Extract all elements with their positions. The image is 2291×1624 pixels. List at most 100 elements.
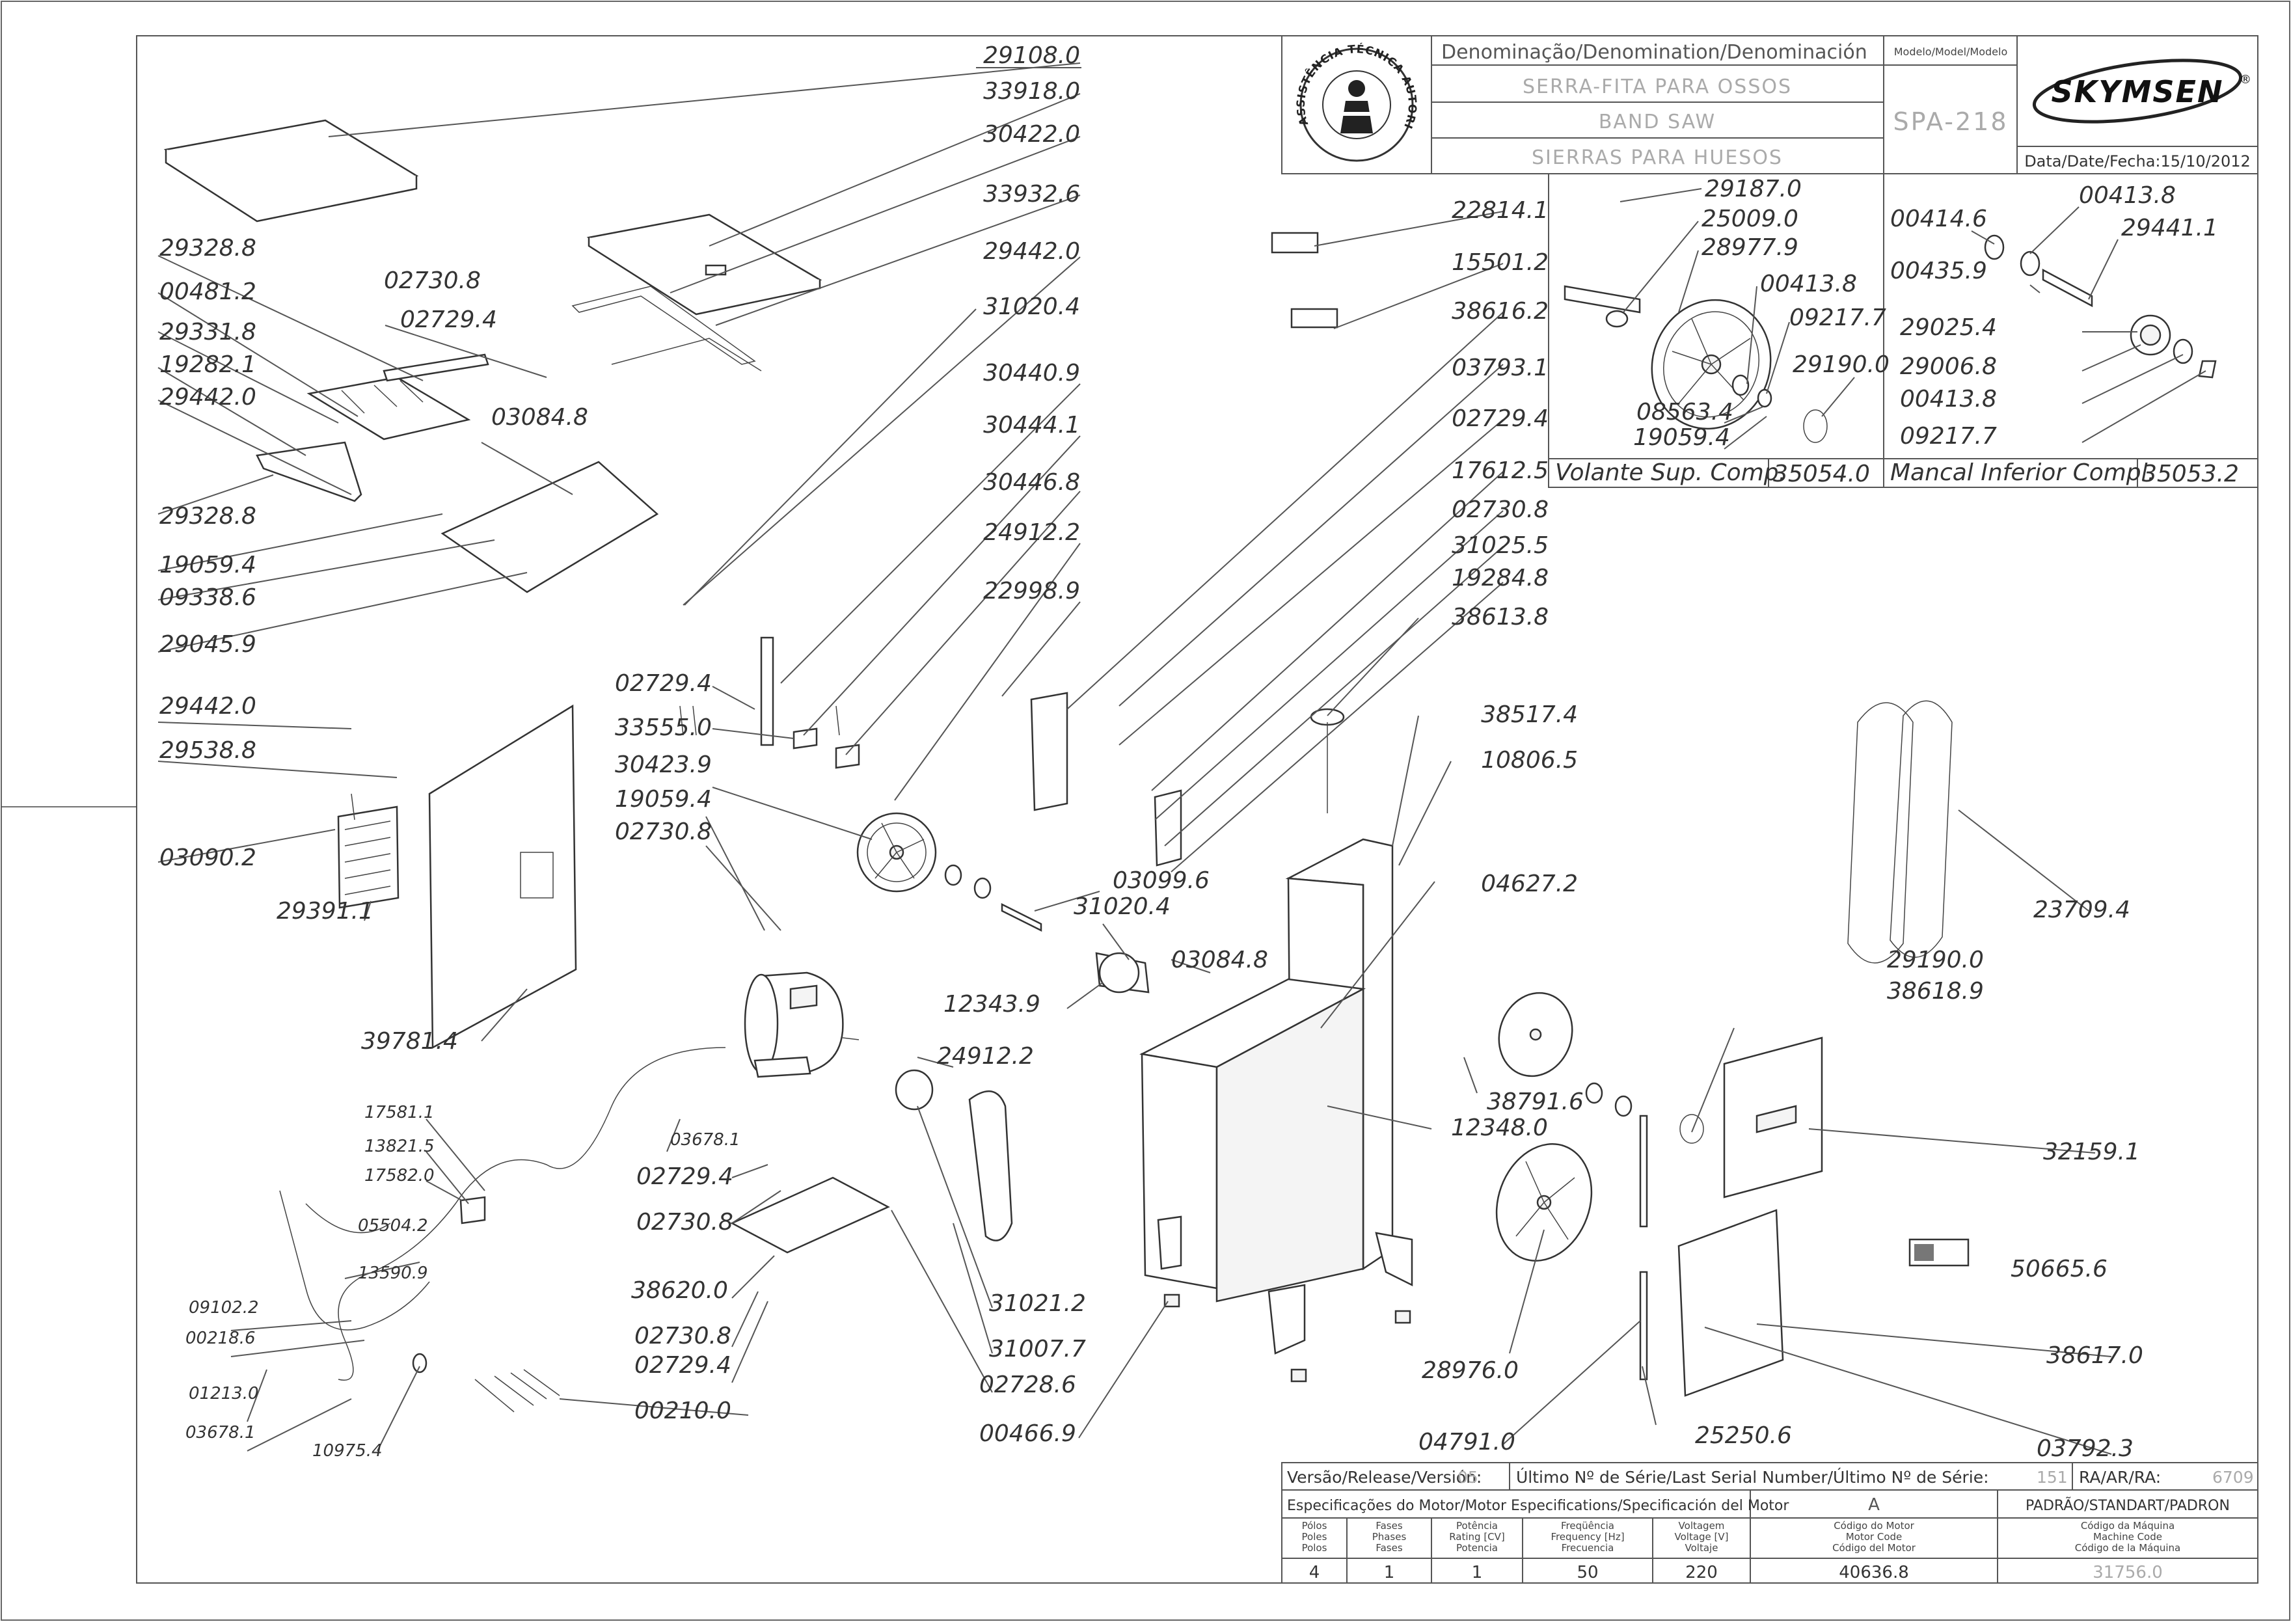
spec-head: Phases (1372, 1531, 1407, 1543)
spec-value: 40636.8 (1839, 1563, 1909, 1582)
inset-upper-code: 35054.0 (1773, 461, 1870, 487)
part-label: 03792.3 (2037, 1435, 2134, 1462)
part-label: 13590.9 (358, 1264, 428, 1283)
spec-head: Machine Code (2093, 1531, 2162, 1543)
spec-head: Potência (1456, 1520, 1498, 1532)
inset-part-label: 28977.9 (1701, 234, 1798, 261)
part-label: 02729.4 (636, 1163, 733, 1190)
part-label: 09338.6 (159, 584, 256, 611)
spec-head: Voltage [V] (1675, 1531, 1729, 1543)
washer-part (1605, 310, 1629, 328)
spec-value: 220 (1685, 1563, 1718, 1582)
spec-head: Código de la Máquina (2075, 1542, 2180, 1554)
part-label: 38616.2 (1452, 298, 1549, 325)
footer-block: Versão/Release/Versión: 05 Último Nº de … (1281, 1462, 2258, 1584)
spec-head: Código da Máquina (2081, 1520, 2175, 1532)
tray-part (306, 376, 471, 440)
part-label: 31007.7 (989, 1336, 1086, 1362)
inset-part-label: 09217.7 (1900, 423, 1997, 450)
part-label: 02730.8 (615, 819, 712, 845)
part-label: 03090.2 (159, 845, 256, 871)
part-label: 09102.2 (189, 1298, 259, 1318)
part-label: 38517.4 (1481, 701, 1578, 728)
release-label: Versão/Release/Versión: (1287, 1468, 1482, 1487)
spec-col-phases: Fases Phases Fases 1 (1372, 1520, 1407, 1582)
part-label: 02730.8 (1452, 496, 1549, 523)
spec-head: Pólos (1302, 1520, 1327, 1532)
part-label: 23709.4 (2033, 897, 2130, 923)
part-label: 38791.6 (1487, 1089, 1584, 1115)
model-value: SPA-218 (1893, 107, 2008, 136)
lower-door-part (1677, 1209, 1784, 1397)
inset-part-label: 00413.8 (1900, 386, 1997, 413)
part-label: 19284.8 (1452, 565, 1549, 591)
spec-head: Polos (1302, 1542, 1327, 1554)
part-label: 39781.4 (361, 1028, 458, 1055)
spec-value: 4 (1309, 1563, 1320, 1582)
part-label: 29442.0 (983, 238, 1080, 265)
ra-label: RA/AR/RA: (2079, 1468, 2161, 1487)
part-label: 03678.1 (670, 1130, 740, 1150)
part-label: 50665.6 (2011, 1256, 2108, 1282)
part-label: 33918.0 (983, 78, 1080, 105)
name-en: BAND SAW (1599, 111, 1716, 133)
brand-logo: SKYMSEN ® (2032, 59, 2251, 124)
leader-lines (157, 62, 2112, 1455)
part-label: 04627.2 (1481, 871, 1578, 897)
authorized-service-badge: ASSISTÊNCIA TÉCNICA AUTORIZADA (0, 0, 1418, 162)
sheet-border-inner (136, 35, 2258, 1584)
variant-label: A (1868, 1495, 1880, 1515)
part-label: 04791.0 (1418, 1429, 1515, 1455)
brand-name: SKYMSEN (2052, 74, 2224, 109)
part-label: 02730.8 (634, 1323, 731, 1349)
part-label: 19059.4 (159, 552, 256, 578)
part-label: 12348.0 (1451, 1115, 1548, 1141)
motor-part (757, 971, 844, 1075)
part-label: 29538.8 (159, 737, 256, 764)
part-label: 22814.1 (1452, 197, 1549, 224)
part-label: 17612.5 (1452, 457, 1549, 484)
part-label: 31020.4 (1074, 893, 1171, 920)
spec-value: 1 (1384, 1563, 1395, 1582)
inset-lower-bearing: Mancal Inferior Compl. 35053.2 (1883, 173, 2258, 488)
part-label: 03099.6 (1113, 867, 1210, 894)
spec-head: Rating [CV] (1449, 1531, 1505, 1543)
inset-part-label: 19059.4 (1633, 424, 1730, 451)
part-label: 02728.6 (979, 1372, 1076, 1398)
vent-grille-part (337, 805, 400, 909)
part-label: 29391.1 (277, 898, 373, 925)
standard-label: PADRÃO/STANDART/PADRON (2026, 1496, 2230, 1514)
inset-part-label: 00435.9 (1890, 258, 1987, 284)
spec-col-poles: Pólos Poles Polos 4 (1302, 1520, 1327, 1582)
part-label: 03084.8 (1171, 947, 1268, 973)
serial-value: 151 (2037, 1468, 2068, 1487)
part-label: 22998.9 (983, 578, 1080, 604)
inset-part-label: 00413.8 (2079, 182, 2176, 209)
part-label: 29190.0 (1887, 947, 1984, 973)
inset-part-label: 29187.0 (1705, 176, 1802, 202)
spec-col-frequency: Freqüência Frequency [Hz] Frecuencia 50 (1551, 1520, 1624, 1582)
part-label: 29442.0 (159, 693, 256, 720)
part-label: 30446.8 (983, 469, 1080, 496)
part-label: 31025.5 (1452, 532, 1549, 559)
part-label: 10975.4 (312, 1441, 383, 1461)
inset-upper-caption: Volante Sup. Comp. (1555, 459, 1786, 486)
part-label: 38618.9 (1887, 978, 1984, 1005)
spec-value: 1 (1472, 1563, 1483, 1582)
part-label: 29045.9 (159, 631, 256, 658)
wiring-harness-part (338, 1047, 726, 1381)
ra-value: 6709 (2212, 1468, 2254, 1487)
inset-part-label: 08563.4 (1636, 399, 1733, 426)
spec-head: Freqüência (1561, 1520, 1614, 1532)
part-label: 00481.2 (159, 278, 256, 305)
part-label: 15501.2 (1452, 249, 1549, 276)
spec-col-voltage: Voltagem Voltage [V] Voltaje 220 (1675, 1520, 1729, 1582)
inset-label-group: 29187.0 25009.0 28977.9 00413.8 09217.7 … (1620, 176, 2218, 451)
inset-part-label: 29006.8 (1900, 353, 1997, 380)
spec-head: Código del Motor (1832, 1542, 1916, 1554)
inset-upper-flywheel: Volante Sup. Comp. 35054.0 (1548, 173, 1884, 488)
spec-head: Potencia (1456, 1542, 1498, 1554)
part-label: 29328.8 (159, 503, 256, 530)
part-label: 30440.9 (983, 360, 1080, 386)
